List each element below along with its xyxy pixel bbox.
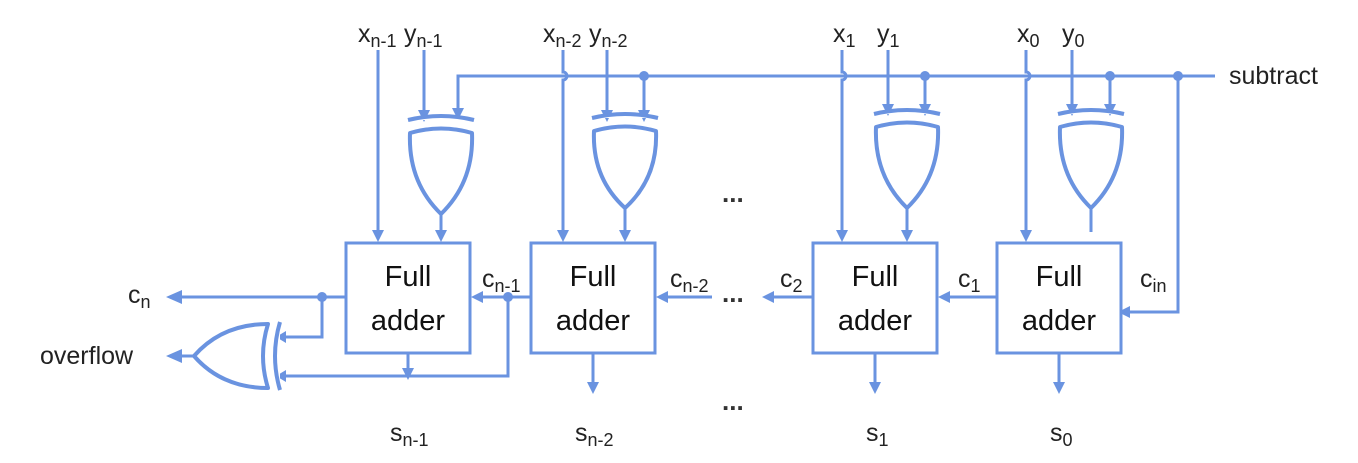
xor-gate-n-1 bbox=[407, 114, 475, 242]
full-adder-n-1: Full adder bbox=[344, 241, 472, 355]
carry-c-in: cin bbox=[1140, 265, 1167, 296]
carry-c-2: c2 bbox=[780, 265, 803, 296]
input-x-n-2: xn-2 bbox=[543, 20, 582, 51]
input-x-n-1: xn-1 bbox=[358, 20, 397, 51]
carry-c-n: cn bbox=[128, 281, 151, 312]
overflow-xor-gate bbox=[166, 321, 282, 391]
full-adder-n-2: Full adder bbox=[529, 241, 657, 355]
sum-s-n-1: sn-1 bbox=[390, 419, 429, 450]
input-y-n-2: yn-2 bbox=[589, 20, 628, 51]
full-adder-0: Full adder bbox=[995, 241, 1123, 355]
svg-text:adder: adder bbox=[556, 305, 631, 337]
svg-text:adder: adder bbox=[371, 305, 446, 337]
x-input-wires bbox=[372, 50, 1032, 242]
sum-s-0: s0 bbox=[1050, 419, 1073, 450]
svg-text:adder: adder bbox=[838, 305, 913, 337]
carry-wires bbox=[166, 290, 997, 382]
y-input-wires bbox=[418, 50, 1078, 122]
carry-c-n-1: cn-1 bbox=[482, 265, 521, 296]
input-x-0: x0 bbox=[1017, 20, 1040, 51]
ellipsis-bottom: ... bbox=[722, 386, 744, 416]
input-y-1: y1 bbox=[877, 20, 900, 51]
ellipsis-middle: ... bbox=[722, 278, 744, 308]
xor-gate-0 bbox=[1057, 108, 1125, 242]
xor-gate-1 bbox=[873, 108, 941, 242]
input-x-1: x1 bbox=[833, 20, 856, 51]
svg-text:adder: adder bbox=[1022, 305, 1097, 337]
svg-text:Full: Full bbox=[852, 261, 899, 293]
subtract-label: subtract bbox=[1229, 62, 1318, 90]
input-y-n-1: yn-1 bbox=[404, 20, 443, 51]
overflow-label: overflow bbox=[40, 342, 134, 370]
sum-s-1: s1 bbox=[866, 419, 889, 450]
xor-gate-n-2 bbox=[591, 112, 659, 242]
svg-text:Full: Full bbox=[1036, 261, 1083, 293]
sum-s-n-2: sn-2 bbox=[575, 419, 614, 450]
carry-c-1: c1 bbox=[958, 265, 981, 296]
svg-text:Full: Full bbox=[385, 261, 432, 293]
svg-text:Full: Full bbox=[570, 261, 617, 293]
sum-wires bbox=[402, 353, 1065, 394]
carry-c-n-2: cn-2 bbox=[670, 265, 709, 296]
full-adder-1: Full adder bbox=[811, 241, 939, 355]
input-y-0: y0 bbox=[1062, 20, 1085, 51]
ellipsis-top: ... bbox=[722, 178, 744, 208]
